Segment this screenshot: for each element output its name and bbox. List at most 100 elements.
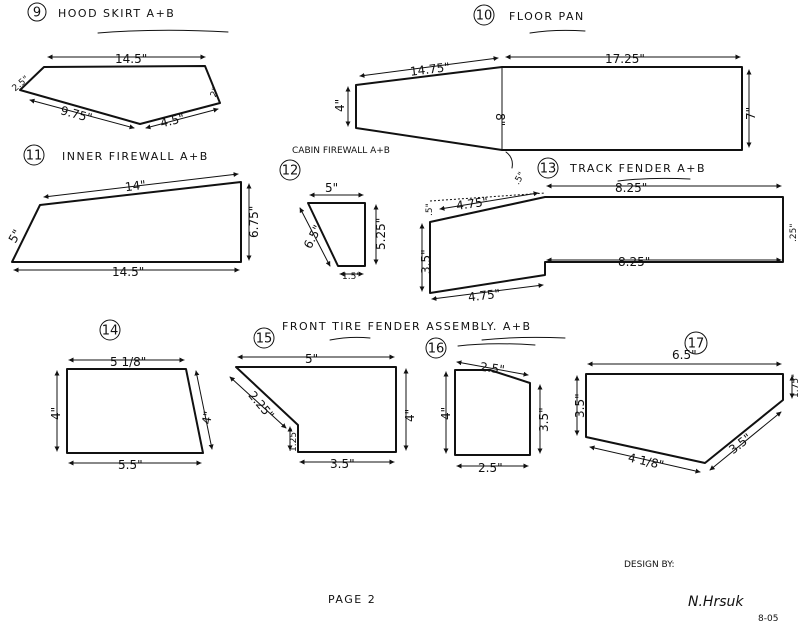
part-15-front-tire-fender: 15 FRONT TIRE FENDER ASSEMBLY. A+B 5" 2.… — [229, 320, 566, 471]
title-underline — [481, 336, 566, 341]
leader-line — [505, 151, 513, 169]
title-underline — [617, 177, 691, 182]
part-title: INNER FIREWALL A+B — [62, 150, 209, 163]
dim-top: 2.5" — [479, 360, 505, 377]
part-number-circle — [253, 327, 275, 349]
part-14: 14 5 1/8" 4" 4" 5.5" — [49, 319, 215, 472]
part-17: 17 6.5" 3.5" 1.75" 4 1/8" 3.5" — [573, 331, 800, 474]
part-number-circle — [99, 319, 121, 341]
dim-right: 4" — [403, 409, 417, 422]
dim-slant: 2.25" — [245, 388, 276, 422]
part-13-track-fender: 13 TRACK FENDER A+B 4.75" 8.25" .5" 3.5"… — [419, 157, 799, 305]
track-fender-outline — [429, 196, 784, 294]
part-title: HOOD SKIRT A+B — [58, 7, 175, 20]
part-number: 17 — [688, 337, 705, 352]
dimension-line — [431, 283, 544, 301]
dimension-line — [456, 360, 529, 377]
part-17-outline — [585, 373, 784, 464]
part-title: FRONT TIRE FENDER ASSEMBLY. A+B — [282, 320, 532, 333]
dim-right: 6.75" — [247, 206, 261, 238]
part-number-circle — [425, 337, 447, 359]
part-number-circle — [473, 4, 495, 26]
dim-right: 2" — [209, 86, 222, 99]
dim-small-left: .5" — [425, 203, 435, 216]
part-number: 13 — [540, 162, 557, 177]
part-number: 11 — [26, 149, 43, 164]
dimension-line — [439, 191, 539, 211]
design-by-label: DESIGN BY: — [624, 560, 675, 570]
dimension-line — [29, 98, 135, 130]
dim-top: 5" — [325, 181, 338, 195]
dim-top: 17.25" — [605, 52, 645, 66]
part-12-cabin-firewall: 12 CABIN FIREWALL A+B 5" 6.5" 5.25" 1.5" — [279, 146, 390, 282]
part-11-inner-firewall: 11 INNER FIREWALL A+B 14" 5" 6.75" 14.5" — [6, 144, 261, 279]
dimension-line — [589, 445, 701, 474]
dimension-line — [359, 56, 499, 78]
dim-slant: 6.5" — [301, 223, 325, 251]
dim-right: 3.5" — [537, 407, 551, 432]
dim-bottom-right: 4.5" — [159, 111, 186, 131]
dim-left: 4" — [439, 407, 453, 420]
part-number-circle — [279, 159, 301, 181]
part-number-circle — [27, 2, 47, 22]
dim-right: .25" — [789, 224, 799, 242]
part-10-floor-pan: 10 FLOOR PAN 14.75" 17.25" 4" 8" 7" .5" — [333, 4, 758, 187]
design-date: 8-05 — [758, 614, 778, 624]
dim-bottom-right: 8.25" — [618, 255, 650, 269]
title-underline — [97, 29, 229, 34]
dim-bottom: 14.5" — [112, 265, 144, 279]
dim-top: 6.5" — [672, 348, 697, 362]
part-number-circle — [23, 144, 45, 166]
floor-pan-outline — [355, 66, 743, 151]
part-title: FLOOR PAN — [509, 10, 585, 23]
dim-left: 4" — [333, 99, 347, 112]
front-tire-fender-outline — [235, 366, 397, 453]
part-16: 16 2.5" 4" 3.5" 2.5" — [425, 337, 551, 475]
dim-top-right: 8.25" — [615, 181, 647, 195]
part-number-circle — [537, 157, 559, 179]
dim-top: 14" — [124, 178, 146, 194]
dim-left: 4" — [49, 407, 63, 420]
dimension-line — [194, 370, 214, 450]
dim-top-left: 4.75" — [455, 195, 489, 213]
dim-bottom: 3.5" — [330, 457, 355, 471]
dimension-line — [709, 411, 782, 471]
part-number: 15 — [256, 332, 273, 347]
part-number-circle — [684, 331, 708, 355]
dim-bottom: 2.5" — [478, 461, 503, 475]
dimension-line — [299, 207, 331, 267]
part-number: 9 — [33, 6, 41, 21]
dimension-line — [43, 172, 239, 199]
part-9-hood-skirt: 9 HOOD SKIRT A+B 14.5" 2.5" 9.75" 4.5" 2… — [11, 2, 229, 131]
part-title: TRACK FENDER A+B — [569, 162, 706, 175]
title-underline — [329, 336, 371, 341]
dim-left: 5" — [6, 227, 25, 245]
dim-bottom-left: 4.75" — [467, 287, 501, 305]
part-number: 16 — [428, 342, 445, 357]
part-title: CABIN FIREWALL A+B — [292, 146, 390, 156]
dimension-line — [229, 376, 287, 429]
title-underline — [529, 29, 586, 34]
part-number: 12 — [282, 164, 299, 179]
dim-left: 3.5" — [573, 393, 587, 418]
part-number: 14 — [102, 324, 119, 339]
page-label: PAGE 2 — [328, 593, 376, 606]
dim-taper: 14.75" — [409, 60, 450, 79]
hood-skirt-outline — [19, 65, 221, 125]
dimension-line — [145, 107, 219, 130]
dim-bottom: 1.5" — [342, 272, 360, 282]
dim-top: 14.5" — [115, 52, 147, 66]
dim-right: 1.75" — [791, 374, 800, 398]
title-underline — [457, 343, 536, 347]
part-number: 10 — [476, 9, 493, 24]
dim-left: 3.5" — [419, 249, 433, 274]
dim-top: 5" — [305, 352, 318, 366]
footer: PAGE 2 DESIGN BY: N.Hrsuk 8-05 — [328, 560, 778, 624]
designer-signature: N.Hrsuk — [688, 594, 744, 610]
dim-notch: .5" — [512, 171, 527, 187]
part-14-outline — [66, 368, 204, 454]
dim-center: 8" — [493, 113, 507, 126]
dim-right: 5.25" — [374, 218, 388, 250]
dim-bottom-left: 9.75" — [59, 103, 94, 125]
